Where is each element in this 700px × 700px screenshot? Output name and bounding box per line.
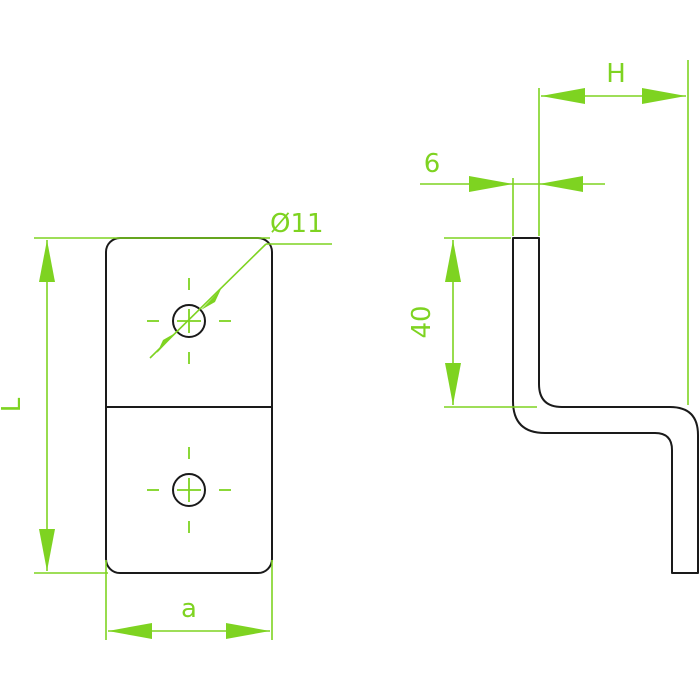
offset-height-dimension: H [541,59,689,405]
hole-diameter-dimension: Ø11 [149,209,332,359]
width-label: a [181,594,197,624]
thickness-label: 6 [424,149,441,179]
lower-hole [172,473,206,507]
front-view: Ø11 L a [0,209,332,640]
offset-height-label: H [606,59,626,89]
length-dimension: L [0,237,270,574]
upper-leg-dimension: 40 [407,237,537,408]
side-view: 6 H 40 [407,59,699,574]
upper-leg-label: 40 [407,305,437,338]
thickness-dimension: 6 [420,88,605,236]
width-dimension: a [105,560,273,640]
hole-diameter-label: Ø11 [270,209,324,239]
upper-hole-centerline [147,278,231,364]
bracket-profile [512,237,699,574]
lower-hole-centerline [147,447,231,533]
upper-hole [172,304,206,338]
length-label: L [0,397,27,412]
